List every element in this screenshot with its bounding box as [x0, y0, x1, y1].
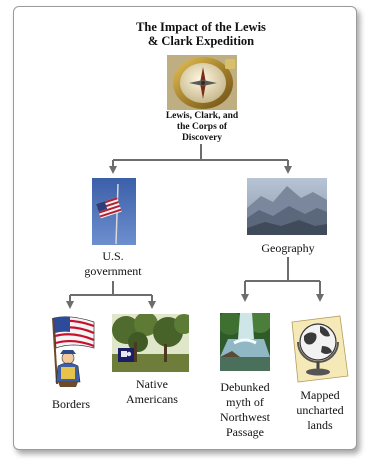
title-line-1: The Impact of the Lewis: [136, 20, 266, 34]
lands-label: Mapped uncharted lands: [284, 388, 356, 433]
globe-icon: [288, 312, 352, 384]
myth-line-2: myth of: [226, 395, 264, 409]
root-line-2: the Corps of: [176, 122, 228, 132]
mountains-icon: [247, 178, 327, 235]
title-line-2: & Clark Expedition: [147, 34, 255, 48]
root-line-3: Discovery: [181, 133, 223, 143]
lands-line-2: uncharted: [296, 403, 344, 417]
us-flag-pole-icon: [92, 178, 136, 245]
flag-bearer-icon: [40, 314, 98, 388]
waterfall-icon: [220, 313, 270, 371]
lands-line-3: lands: [307, 418, 333, 432]
native-line-1: Native: [136, 377, 168, 391]
borders-label: Borders: [52, 397, 90, 411]
myth-line-4: Passage: [226, 425, 264, 439]
native-label: Native Americans: [110, 377, 194, 407]
root-node-label: Lewis, Clark, and the Corps of Discovery: [160, 111, 244, 144]
compass-icon: [167, 55, 237, 110]
myth-line-3: Northwest: [220, 410, 270, 424]
native-line-2: Americans: [126, 392, 178, 406]
forest-icon: [112, 314, 189, 372]
root-line-1: Lewis, Clark, and: [165, 111, 239, 121]
myth-line-1: Debunked: [220, 380, 270, 394]
diagram-title: The Impact of the Lewis & Clark Expediti…: [110, 20, 292, 48]
lands-line-1: Mapped: [300, 388, 340, 402]
government-line-2: government: [84, 264, 142, 278]
government-line-1: U.S.: [102, 249, 124, 263]
geography-label: Geography: [261, 241, 315, 255]
myth-label: Debunked myth of Northwest Passage: [205, 380, 285, 440]
government-label: U.S. government: [68, 249, 158, 279]
